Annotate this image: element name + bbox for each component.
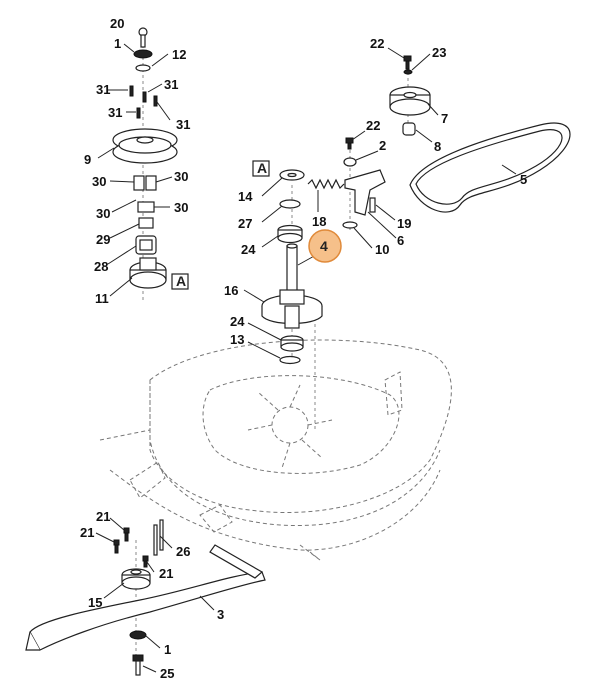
washer-1-bottom <box>129 630 147 640</box>
callout-12: 12 <box>172 47 186 62</box>
callout-30-c: 30 <box>96 206 110 221</box>
leaders-right <box>317 47 517 249</box>
callout-29: 29 <box>96 232 110 247</box>
nut-2 <box>343 157 357 167</box>
callout-5: 5 <box>520 172 527 187</box>
idler-arm-6 <box>344 169 386 216</box>
callout-16: 16 <box>224 283 238 298</box>
callout-1-bottom: 1 <box>164 642 171 657</box>
washer-13 <box>279 355 301 365</box>
callout-1-top: 1 <box>114 36 121 51</box>
callout-3: 3 <box>217 607 224 622</box>
washer-1-top <box>133 49 153 59</box>
spacer-8 <box>402 122 416 136</box>
washer-14-hole <box>287 172 297 178</box>
callout-6: 6 <box>397 233 404 248</box>
callout-7: 7 <box>441 111 448 126</box>
spindle-housing-16 <box>261 289 323 329</box>
clamps-30 <box>133 175 157 213</box>
spindle-shaft-4 <box>286 243 298 297</box>
bolt-20 <box>138 27 148 48</box>
washer-23 <box>403 69 413 75</box>
bolt-22-mid <box>345 137 354 150</box>
ring-27 <box>279 199 301 209</box>
blade-3 <box>25 544 266 651</box>
bearing-24-bottom <box>280 335 304 352</box>
pulley-9 <box>112 128 178 164</box>
callout-31-d: 31 <box>176 117 190 132</box>
callout-23: 23 <box>432 45 446 60</box>
callout-11: 11 <box>95 291 109 306</box>
hub-11 <box>129 257 167 289</box>
reference-box-a-right <box>252 160 270 177</box>
callout-31-b: 31 <box>164 77 178 92</box>
callout-10: 10 <box>375 242 389 257</box>
callout-24-bottom: 24 <box>230 314 245 329</box>
bolt-25 <box>132 654 144 676</box>
callout-21-a: 21 <box>96 509 110 524</box>
callout-30-a: 30 <box>92 174 106 189</box>
callout-14: 14 <box>238 189 253 204</box>
leaders-blade <box>95 517 215 673</box>
idler-pulley-7 <box>389 86 431 116</box>
bolt-22-top <box>403 55 412 70</box>
callout-30-b: 30 <box>174 169 188 184</box>
bearing-24-top <box>277 224 303 244</box>
callout-22-mid: 22 <box>366 118 380 133</box>
spring-18 <box>307 178 345 190</box>
hub-28 <box>135 235 157 255</box>
callout-31-c: 31 <box>108 105 122 120</box>
washer-12 <box>135 64 151 72</box>
callout-2: 2 <box>379 138 386 153</box>
callout-18: 18 <box>312 214 326 229</box>
callout-20: 20 <box>110 16 124 31</box>
callout-21-b: 21 <box>80 525 94 540</box>
callout-15: 15 <box>88 595 102 610</box>
callout-19: 19 <box>397 216 411 231</box>
reference-box-a-left <box>171 273 189 290</box>
callout-27: 27 <box>238 216 252 231</box>
belt-5 <box>409 122 571 213</box>
callout-9: 9 <box>84 152 91 167</box>
callout-13: 13 <box>230 332 244 347</box>
callout-25: 25 <box>160 666 174 681</box>
callout-30-d: 30 <box>174 200 188 215</box>
callout-24-top: 24 <box>241 242 256 257</box>
screws-31 <box>129 85 158 119</box>
callout-21-c: 21 <box>159 566 173 581</box>
bolts-21 <box>113 527 149 568</box>
callout-26: 26 <box>176 544 190 559</box>
leaders-left <box>97 43 173 297</box>
sleeve-29 <box>138 217 154 229</box>
callout-8: 8 <box>434 139 441 154</box>
washer-10 <box>342 221 358 229</box>
callout-31-a: 31 <box>96 82 110 97</box>
deck-spindle-star <box>247 384 333 469</box>
highlight-callout-4[interactable] <box>308 229 342 263</box>
ref-mark-a-right: A <box>257 160 267 176</box>
mower-deck <box>99 339 452 561</box>
studs-26 <box>153 519 164 556</box>
callout-4[interactable]: 4 <box>320 238 328 254</box>
ref-mark-a-left: A <box>176 273 186 289</box>
blade-holder-15 <box>121 568 151 590</box>
callout-28: 28 <box>94 259 108 274</box>
callout-22-top: 22 <box>370 36 384 51</box>
